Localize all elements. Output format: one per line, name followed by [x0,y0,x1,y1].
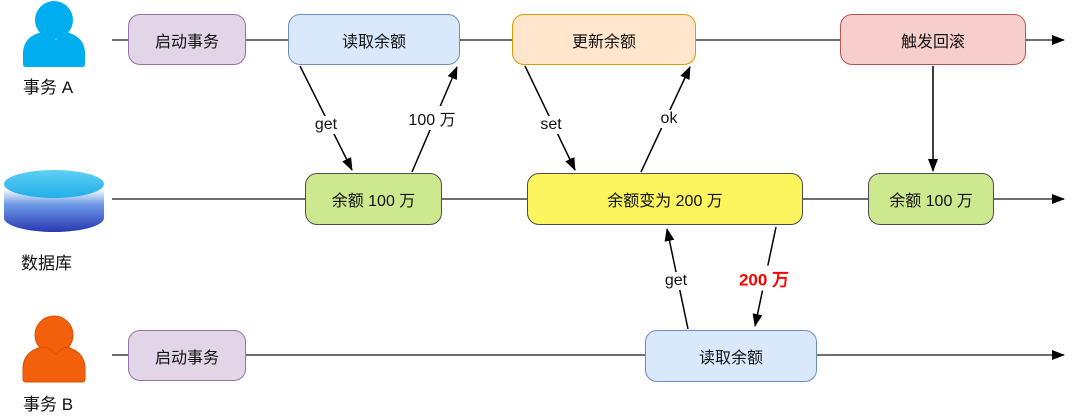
node-a-trigger-rollback: 触发回滚 [840,14,1026,65]
node-a-read-balance: 读取余额 [288,14,460,65]
node-a-start-transaction: 启动事务 [128,14,246,65]
edge-label-a-get: get [311,116,341,134]
node-db-balance-2m: 余额变为 200 万 [527,173,803,225]
lane-label-database: 数据库 [21,254,72,273]
edge-label-b-return-2m: 200 万 [735,265,793,291]
edge-label-b-get: get [661,272,691,290]
lane-label-transaction-b: 事务 B [23,395,74,414]
node-b-read-balance: 读取余额 [645,330,817,382]
node-a-update-balance: 更新余额 [512,14,696,65]
edge-label-a-set: set [537,116,565,134]
edge-label-a-return-1m: 100 万 [405,106,459,130]
lane-label-transaction-a: 事务 A [23,78,74,97]
user-icon-transaction-b [22,315,86,383]
node-b-start-transaction: 启动事务 [128,330,246,381]
node-db-balance-1m-left: 余额 100 万 [305,173,442,225]
database-icon [4,170,104,232]
edge-label-a-ok: ok [657,110,681,128]
node-db-balance-1m-right: 余额 100 万 [868,173,994,225]
user-icon-transaction-a [23,1,85,67]
